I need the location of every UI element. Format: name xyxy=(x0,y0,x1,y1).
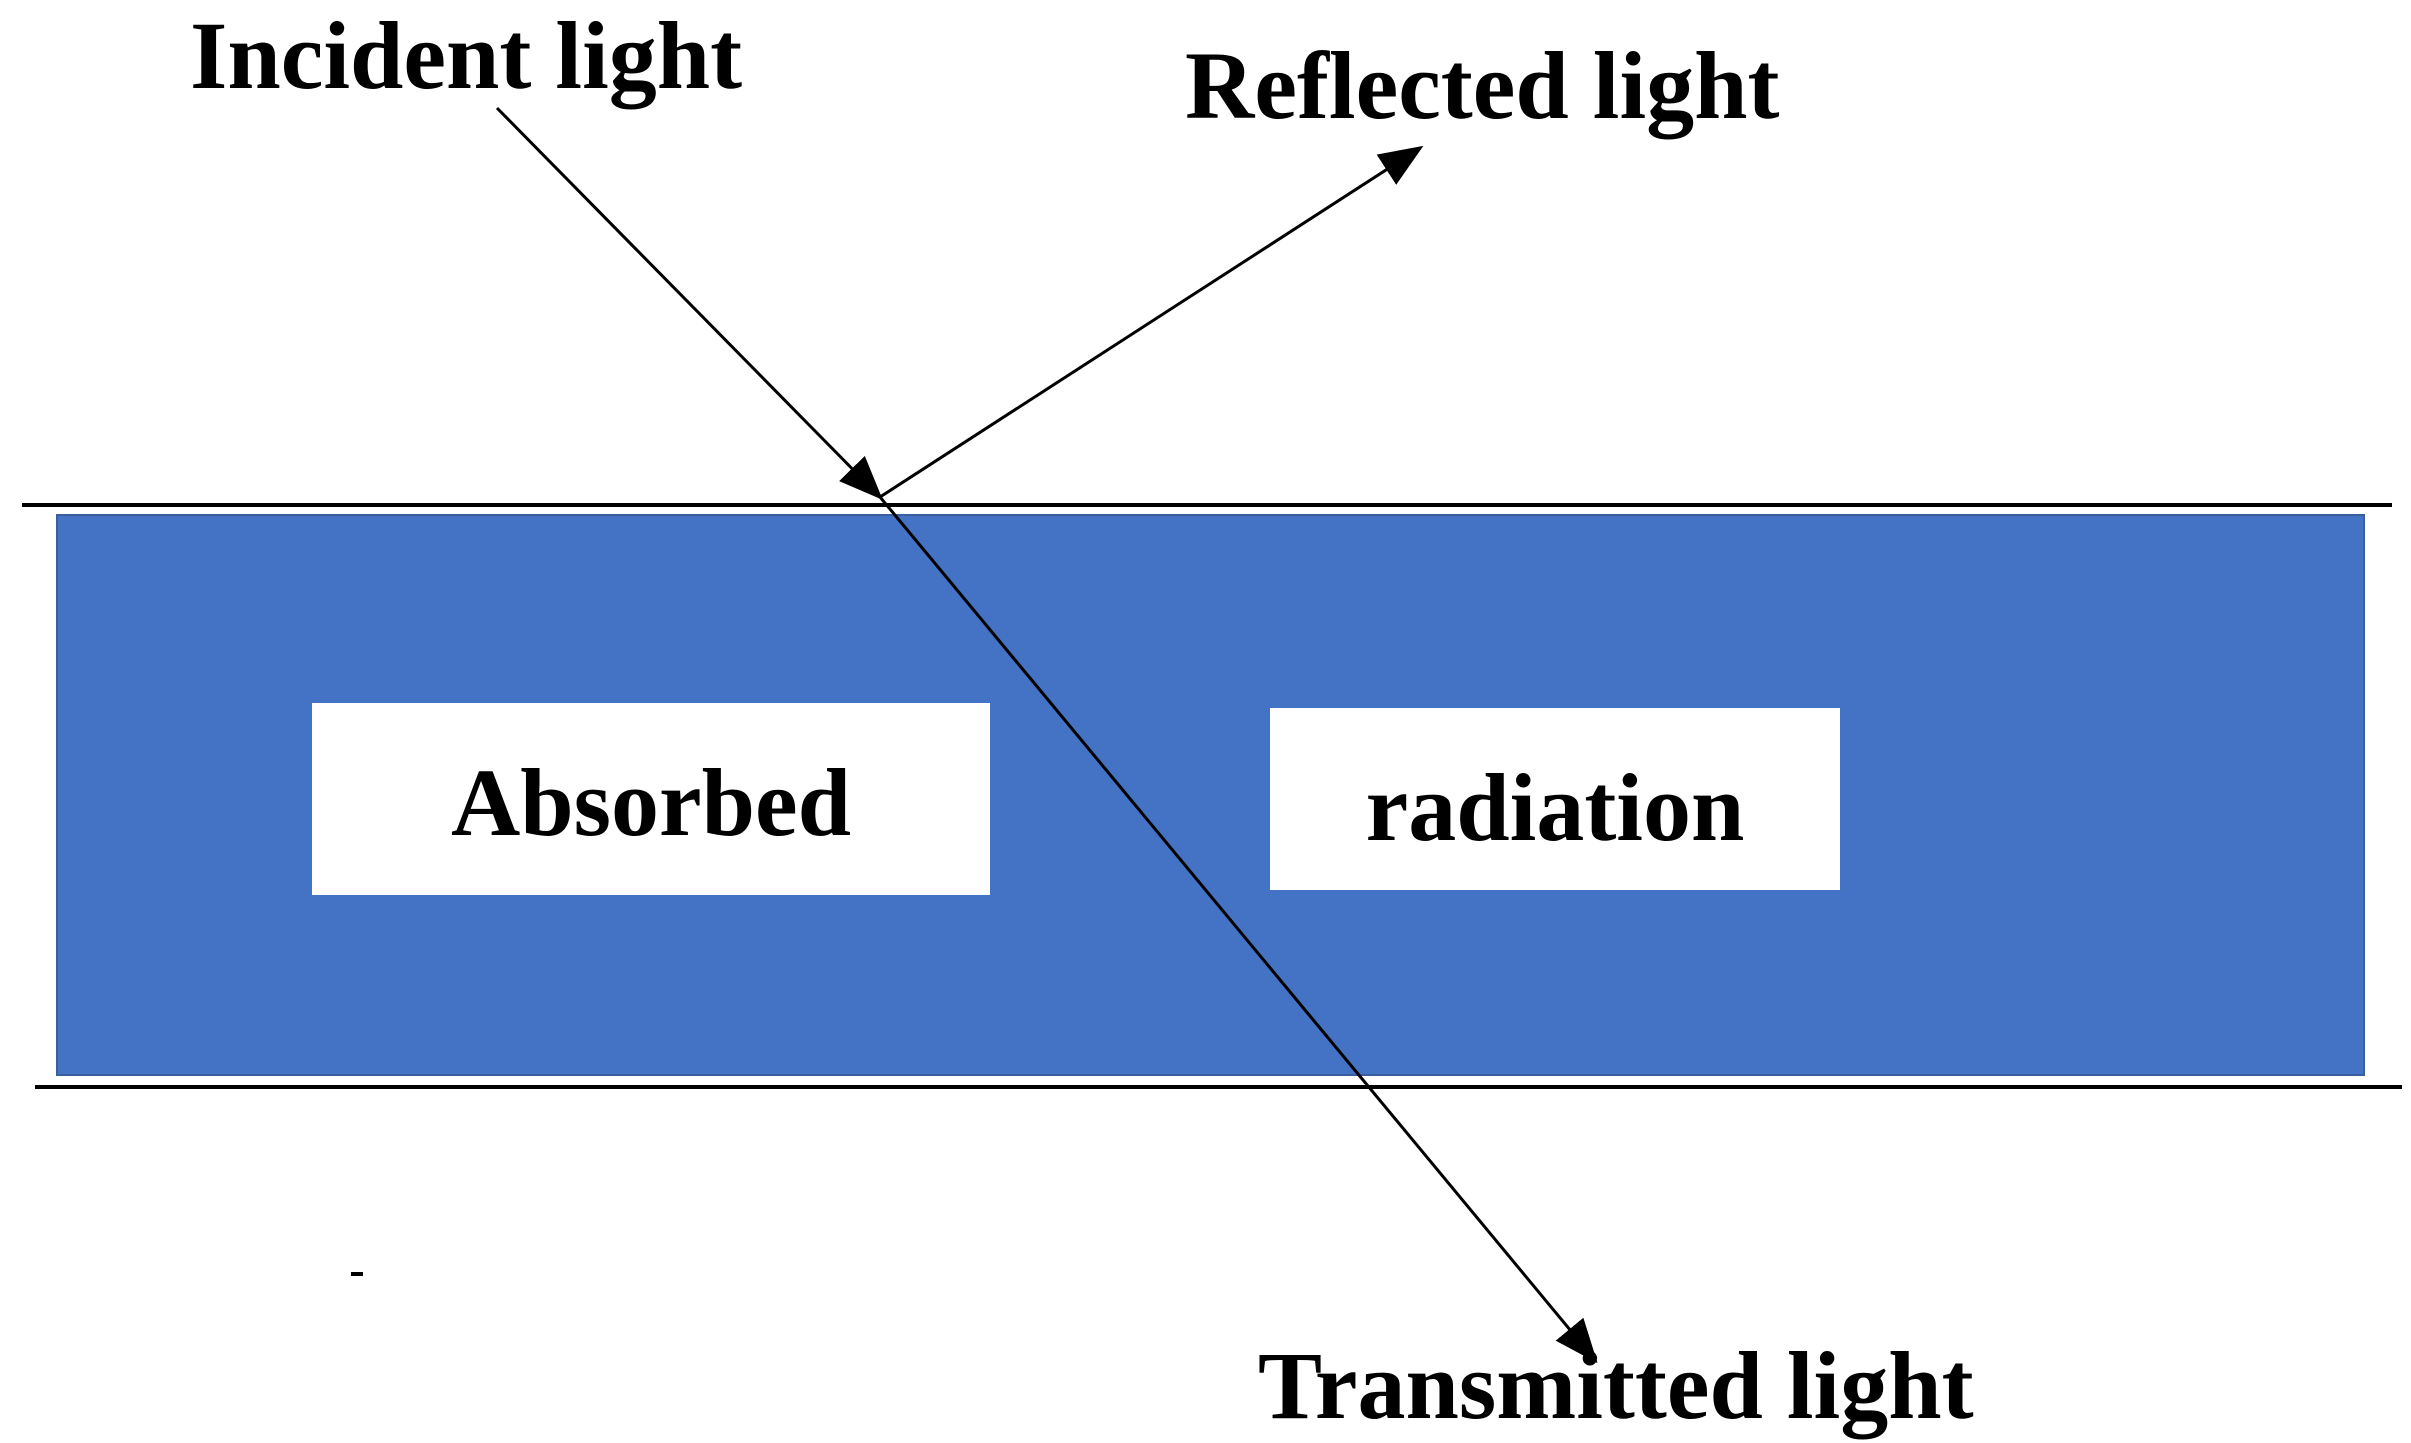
radiation-label: radiation xyxy=(1366,754,1745,861)
transmitted-ray xyxy=(878,496,1598,1364)
transmitted-light-label: Transmitted light xyxy=(1258,1332,1974,1439)
incident-light-label: Incident light xyxy=(190,2,742,109)
radiation-label-box xyxy=(1270,708,1840,890)
absorbed-label-box xyxy=(312,703,990,895)
stray-dot xyxy=(351,1272,363,1276)
absorbed-label: Absorbed xyxy=(451,749,851,856)
incident-ray xyxy=(495,106,883,500)
reflected-light-label: Reflected light xyxy=(1185,32,1780,139)
reflected-ray xyxy=(879,145,1424,499)
